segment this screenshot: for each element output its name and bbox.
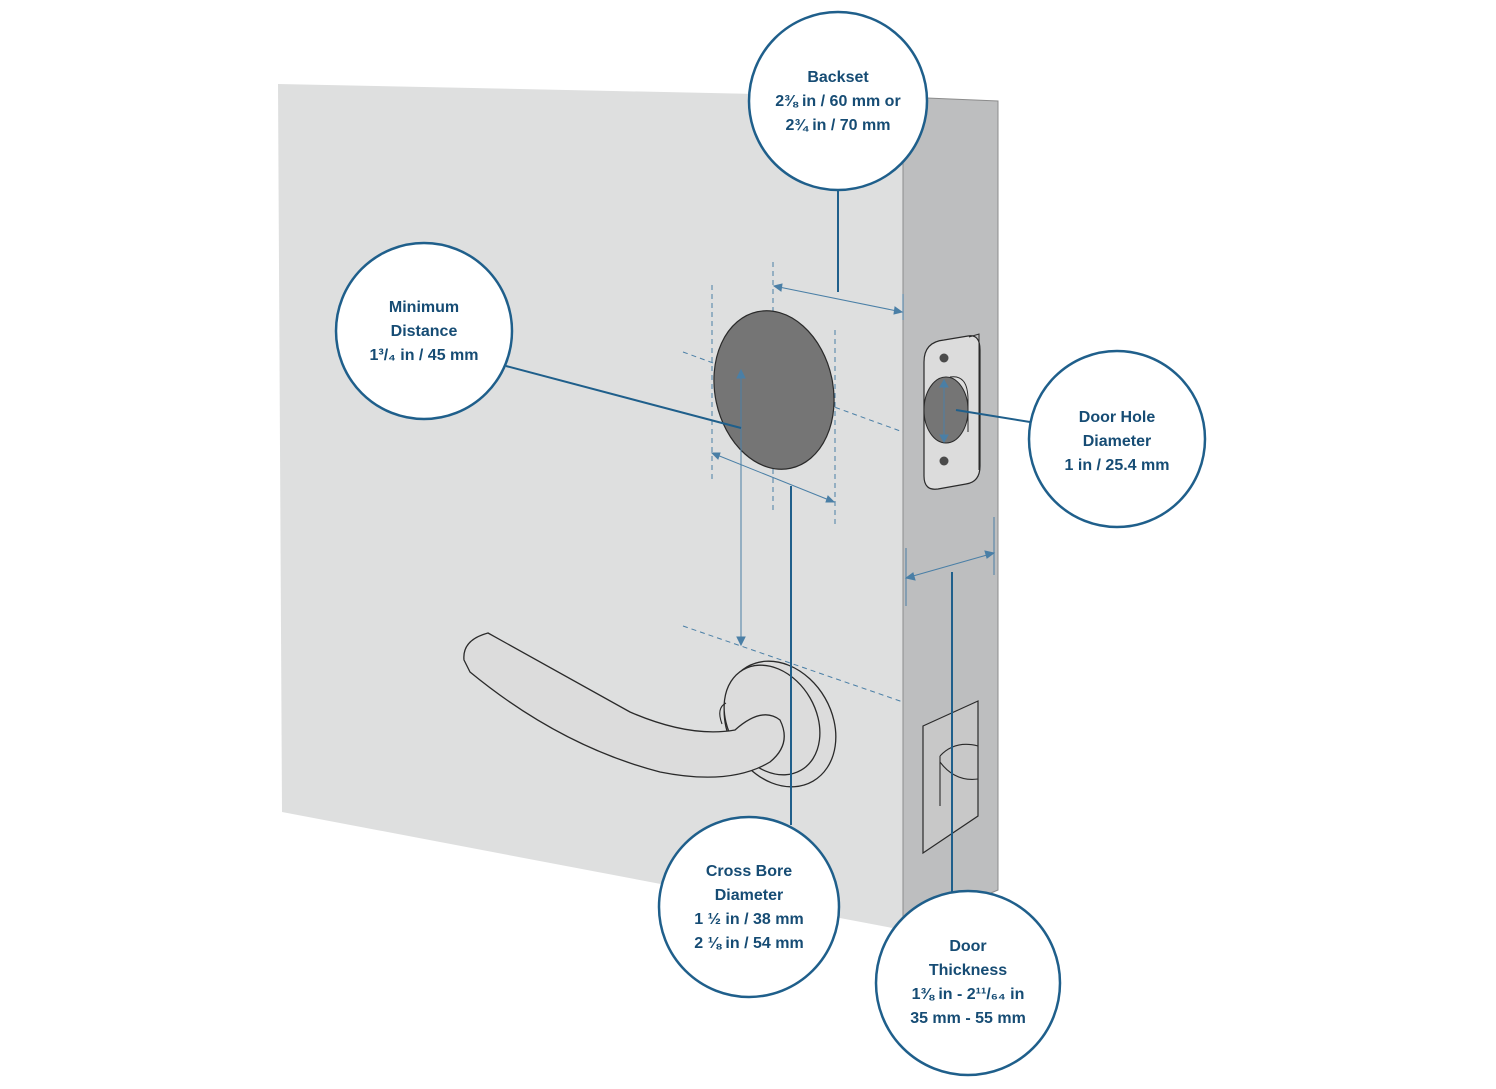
callout-door-thickness-line-3: 1⅜ in - 2¹¹/₆₄ in — [912, 986, 1025, 1003]
dimension-arrows — [710, 283, 996, 647]
callout-door-hole-line-3: 1 in / 25.4 mm — [1065, 457, 1170, 474]
latch-faceplate — [923, 333, 981, 490]
callout-cross-bore-line-2: Diameter — [715, 887, 783, 904]
callout-backset-line-2: 2⅜ in / 60 mm or — [775, 93, 900, 110]
callout-cross-bore-diameter: Cross Bore Diameter 1 ½ in / 38 mm 2 ⅛ i… — [657, 815, 841, 999]
backset-dimension-line — [773, 285, 903, 313]
callout-cross-bore-line-3: 1 ½ in / 38 mm — [694, 911, 803, 928]
callout-door-hole-line-1: Door Hole — [1079, 409, 1156, 426]
door-face — [278, 84, 903, 930]
callout-cross-bore-line-4: 2 ⅛ in / 54 mm — [694, 935, 803, 952]
callout-minimum-distance-line-1: Minimum — [389, 299, 459, 316]
callout-door-hole-line-2: Diameter — [1083, 433, 1151, 450]
faceplate-screw-top — [939, 353, 949, 363]
callout-minimum-distance-line-2: Distance — [391, 323, 458, 340]
callout-door-thickness-line-4: 35 mm - 55 mm — [910, 1010, 1026, 1027]
minimum-distance-leader — [505, 365, 742, 429]
callout-door-thickness-line-2: Thickness — [929, 962, 1007, 979]
callout-backset-line-3: 2¾ in / 70 mm — [786, 117, 891, 134]
callout-backset: Backset 2⅜ in / 60 mm or 2¾ in / 70 mm — [747, 10, 929, 192]
faceplate-screw-bottom — [939, 456, 949, 466]
callout-minimum-distance-line-3: 1³/₄ in / 45 mm — [370, 347, 479, 364]
strike-pocket — [922, 700, 979, 855]
cross-bore-dimension-line — [711, 452, 835, 503]
door-hole-leader — [955, 409, 1031, 423]
callout-door-thickness: Door Thickness 1⅜ in - 2¹¹/₆₄ in 35 mm -… — [874, 889, 1062, 1077]
callout-door-thickness-line-1: Door — [949, 938, 986, 955]
callout-door-hole-diameter: Door Hole Diameter 1 in / 25.4 mm — [1027, 349, 1207, 529]
handle-lever — [463, 632, 785, 778]
door-thickness-dimension-line — [905, 552, 995, 579]
lever-handle — [463, 632, 837, 788]
leader-lines — [505, 190, 1031, 893]
callout-backset-line-1: Backset — [807, 69, 869, 86]
cross-bore — [713, 310, 835, 470]
callout-cross-bore-line-1: Cross Bore — [706, 863, 792, 880]
callout-minimum-distance: Minimum Distance 1³/₄ in / 45 mm — [334, 241, 514, 421]
